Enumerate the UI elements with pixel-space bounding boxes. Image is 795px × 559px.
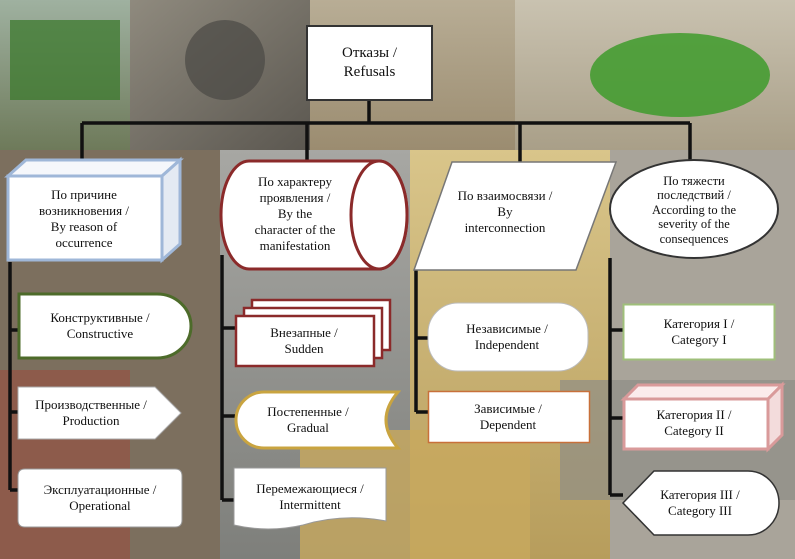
root-line-1: Отказы / [342,44,397,64]
item-intermittent-line-2: Intermittent [256,497,364,513]
category-by-character-line-2: проявления / [255,190,336,206]
category-by-severity-line-3: According to the [652,203,736,217]
item-independent-line-2: Independent [466,337,548,353]
root-line-2: Refusals [342,63,397,83]
item-independent: Независимые / Independent [428,304,586,370]
item-dependent-line-2: Dependent [474,417,542,433]
category-by-severity: По тяжести последствий / According to th… [624,170,764,250]
category-by-cause: По причине возникновения / By reason of … [8,178,160,260]
item-dependent: Зависимые / Dependent [428,392,588,442]
item-gradual-line-2: Gradual [267,420,348,436]
item-production-line-2: Production [35,413,147,429]
category-by-cause-line-1: По причине [39,187,129,203]
item-operational: Эксплуатационные / Operational [18,470,182,526]
category-by-cause-line-2: возникновения / [39,203,129,219]
root-node-refusals: Отказы / Refusals [306,25,433,101]
item-category-1-line-2: Category I [664,332,735,348]
item-category-3-line-1: Категория III / [660,487,739,503]
category-by-severity-line-5: consequences [652,232,736,246]
category-by-severity-line-2: последствий / [652,188,736,202]
category-by-severity-line-1: По тяжести [652,174,736,188]
item-category-1-line-1: Категория I / [664,316,735,332]
category-by-severity-line-4: severity of the [652,217,736,231]
item-category-3-line-2: Category III [660,503,739,519]
item-sudden: Внезапные / Sudden [236,316,372,366]
item-sudden-line-2: Sudden [270,341,338,357]
item-operational-line-2: Operational [44,498,157,514]
item-intermittent: Перемежающиеся / Intermittent [236,470,384,524]
category-by-cause-line-4: occurrence [39,235,129,251]
category-by-cause-line-3: By reason of [39,219,129,235]
category-by-character-line-1: По характеру [255,174,336,190]
category-by-interconnection: По взаимосвязи / By interconnection [440,172,570,252]
item-category-3: Категория III / Category III [634,473,766,533]
item-constructive-line-2: Constructive [50,326,149,342]
category-by-character: По характеру проявления / By the charact… [225,164,365,264]
item-category-2: Категория II / Category II [624,398,764,448]
item-category-1: Категория I / Category I [624,305,774,359]
category-by-interconnection-line-3: interconnection [458,220,553,236]
item-constructive-line-1: Конструктивные / [50,310,149,326]
item-operational-line-1: Эксплуатационные / [44,482,157,498]
item-independent-line-1: Независимые / [466,321,548,337]
item-sudden-line-1: Внезапные / [270,325,338,341]
item-production: Производственные / Production [18,388,164,438]
item-dependent-line-1: Зависимые / [474,401,542,417]
item-gradual-line-1: Постепенные / [267,404,348,420]
item-category-2-line-2: Category II [656,423,731,439]
category-by-character-line-4: character of the [255,222,336,238]
item-category-2-line-1: Категория II / [656,407,731,423]
category-by-character-line-3: By the [255,206,336,222]
item-gradual: Постепенные / Gradual [240,392,376,448]
category-by-interconnection-line-2: By [458,204,553,220]
category-by-interconnection-line-1: По взаимосвязи / [458,188,553,204]
category-by-character-line-5: manifestation [255,238,336,254]
item-constructive: Конструктивные / Constructive [20,296,180,356]
item-production-line-1: Производственные / [35,397,147,413]
item-intermittent-line-1: Перемежающиеся / [256,481,364,497]
